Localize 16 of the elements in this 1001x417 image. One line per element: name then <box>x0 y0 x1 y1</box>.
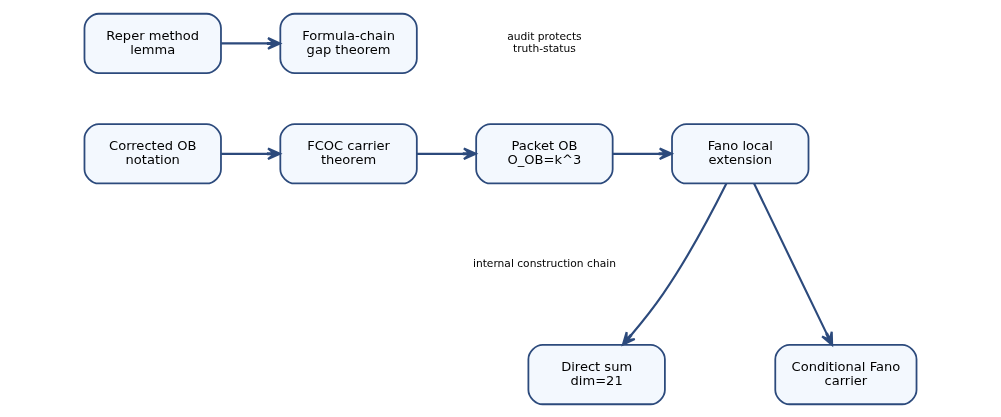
node-box: Fano local extension <box>671 122 810 184</box>
node-box: FCOC carrier theorem <box>279 122 418 184</box>
arrow <box>221 146 281 160</box>
node-box: Direct sum dim=21 <box>527 343 666 405</box>
node-box: Reper method lemma <box>83 12 222 74</box>
node-box: Corrected OB notation <box>83 122 222 184</box>
node-box: Packet OB O_OB=k^3 <box>475 122 614 184</box>
label: audit protects truth-status <box>507 29 582 55</box>
label: internal construction chain <box>472 256 616 270</box>
node-box: Formula-chain gap theorem <box>279 12 418 74</box>
node-box: Conditional Fano carrier <box>774 343 918 405</box>
arrow <box>221 36 281 50</box>
arrow <box>753 182 834 346</box>
arrow <box>612 146 673 160</box>
arrow <box>417 146 477 160</box>
arrow <box>621 182 728 346</box>
